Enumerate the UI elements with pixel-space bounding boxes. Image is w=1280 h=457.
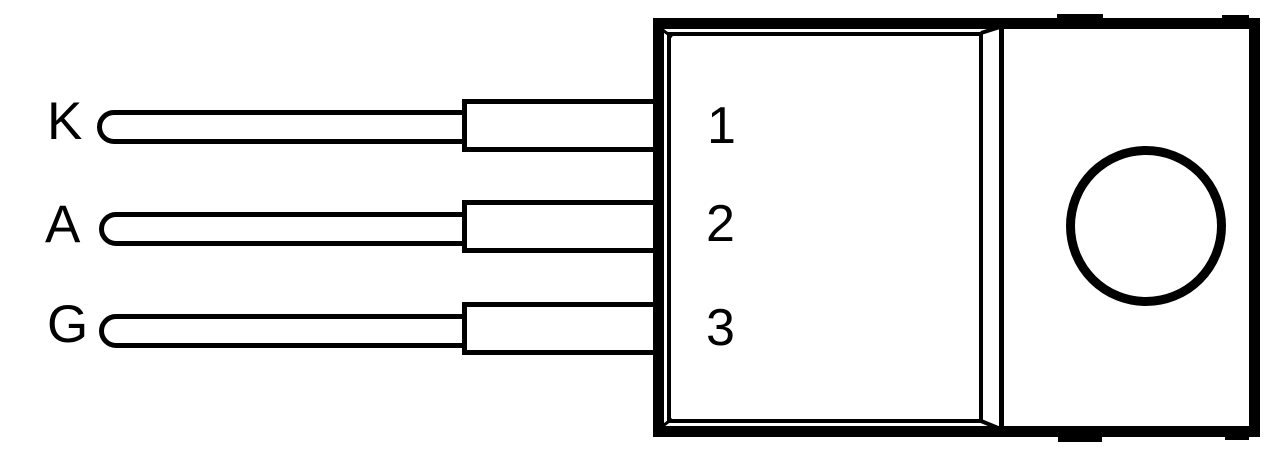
pin-label-k: K xyxy=(47,92,83,151)
lead-a-wide-section xyxy=(462,200,662,253)
pin-number-3: 3 xyxy=(706,299,735,357)
lead-k-wide-section xyxy=(462,99,662,152)
tab-notch-bottom-left xyxy=(1058,430,1102,442)
lead-a-thin-section xyxy=(99,212,468,246)
pin-label-g: G xyxy=(47,295,89,354)
lead-k-thin-section xyxy=(97,110,468,144)
tab-notch-bottom-right xyxy=(1225,428,1249,440)
tab-notch-top-right xyxy=(1222,15,1249,26)
body-tab-boundary-line xyxy=(999,25,1004,433)
package-front-face xyxy=(667,32,983,423)
tab-notch-top-left xyxy=(1057,14,1103,26)
lead-g-thin-section xyxy=(99,314,468,348)
pin-number-2: 2 xyxy=(706,195,735,253)
pin-label-a: A xyxy=(45,195,81,254)
pin-number-1: 1 xyxy=(707,97,736,155)
mounting-hole-icon xyxy=(1066,146,1226,306)
lead-g-wide-section xyxy=(462,302,662,355)
